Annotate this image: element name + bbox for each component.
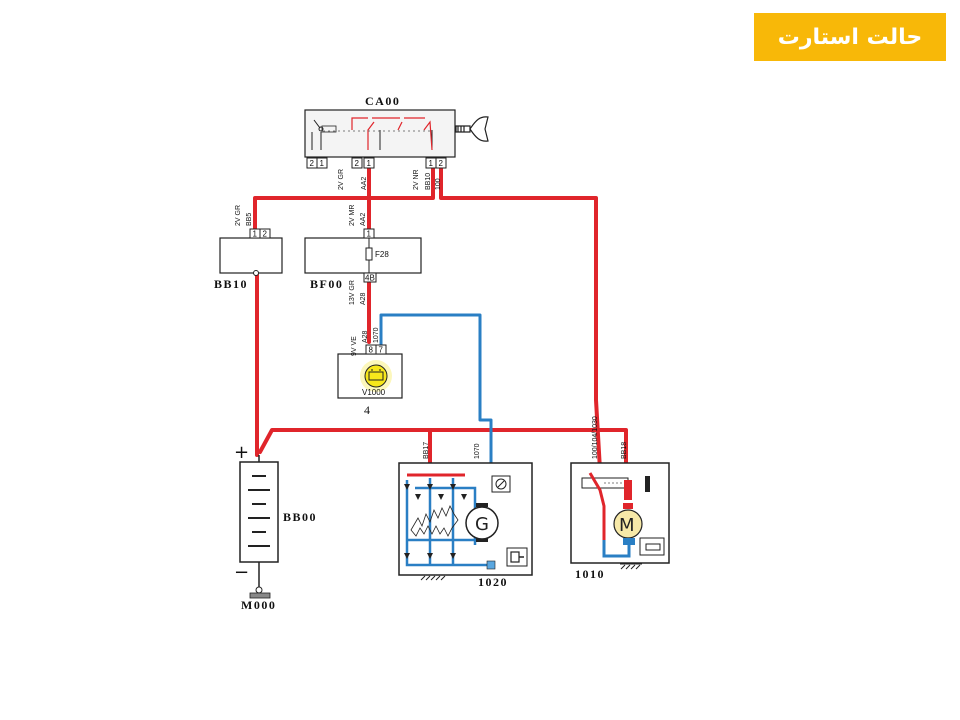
charge-warning-lamp: 8 7 V1000 4: [337, 344, 403, 417]
wire-label: 2V NR: [413, 169, 420, 190]
wire-1070: [379, 313, 493, 482]
wire-label: A28: [362, 330, 369, 343]
regulator-icon: [491, 475, 511, 493]
wire-battery-bus: [258, 428, 628, 472]
wire-label: BB10: [425, 173, 432, 190]
pulley-icon: [506, 547, 528, 567]
fuse-label: F28: [375, 250, 389, 259]
alternator-label: 1020: [478, 575, 508, 589]
wire-label: 1070: [474, 443, 481, 459]
ground-m000: M000: [241, 586, 276, 612]
wire-label: 100/104/1030: [592, 416, 599, 459]
wire-label: 1070: [373, 327, 380, 343]
wire-label: AA2: [360, 213, 367, 226]
fuse-box-label: BB10: [214, 277, 248, 291]
instrument-number: 4: [364, 403, 371, 417]
alternator-1020: G 1020: [398, 462, 533, 589]
wire-label: BB17: [423, 442, 430, 459]
wire-label: 13V GR: [349, 280, 356, 305]
starter-1010: M 1010: [570, 462, 670, 581]
ground-label: M000: [241, 598, 276, 612]
battery-minus: −: [234, 562, 249, 583]
bb10-pin: 1: [253, 230, 258, 239]
starter-label: 1010: [575, 567, 605, 581]
solenoid-icon: [639, 537, 665, 556]
ca00-pin: 2: [439, 159, 444, 168]
motor-symbol: M: [619, 515, 635, 536]
fuse-module-bf00: 1 4B F28 BF00: [304, 228, 422, 291]
wire-label: BB5: [246, 213, 253, 226]
battery-label: BB00: [283, 510, 317, 524]
wire-label: 2V GR: [235, 205, 242, 226]
wire-label: 2V GR: [338, 169, 345, 190]
fuse-box-bb10: 1 2 BB10: [214, 228, 283, 291]
wire-label: A28: [360, 292, 367, 305]
page-title: حالت استارت: [754, 13, 946, 61]
wire-label: AA2: [361, 177, 368, 190]
generator-symbol: G: [475, 514, 489, 535]
wire-bb10-feed: [253, 166, 435, 232]
ca00-pin: 1: [320, 159, 325, 168]
v1000-pin: 8: [369, 346, 374, 355]
wire-ca00-starter: [439, 166, 602, 472]
ca00-pin: 2: [310, 159, 315, 168]
wire-label: 9V VE: [351, 336, 358, 356]
instrument-label: V1000: [362, 388, 386, 397]
bf00-pin: 1: [367, 230, 372, 239]
ca00-pin: 1: [367, 159, 372, 168]
battery-plus: +: [234, 442, 249, 463]
wire-label: 100: [435, 178, 442, 190]
ignition-switch-label: CA00: [365, 94, 400, 108]
battery-bb00: + − BB00: [234, 442, 317, 588]
key-icon: [455, 116, 489, 142]
bb10-pin: 2: [263, 230, 268, 239]
wire-label: BB18: [621, 442, 628, 459]
ca00-pin: 2: [355, 159, 360, 168]
battery-icon: [368, 369, 384, 381]
ignition-switch: CA00 2 1 2 1 1 2: [304, 94, 489, 169]
ca00-pin: 1: [429, 159, 434, 168]
fuse-module-label: BF00: [310, 277, 343, 291]
v1000-pin: 7: [379, 346, 384, 355]
bf00-pin: 4B: [365, 274, 375, 283]
wire-label: 2V MR: [349, 205, 356, 226]
